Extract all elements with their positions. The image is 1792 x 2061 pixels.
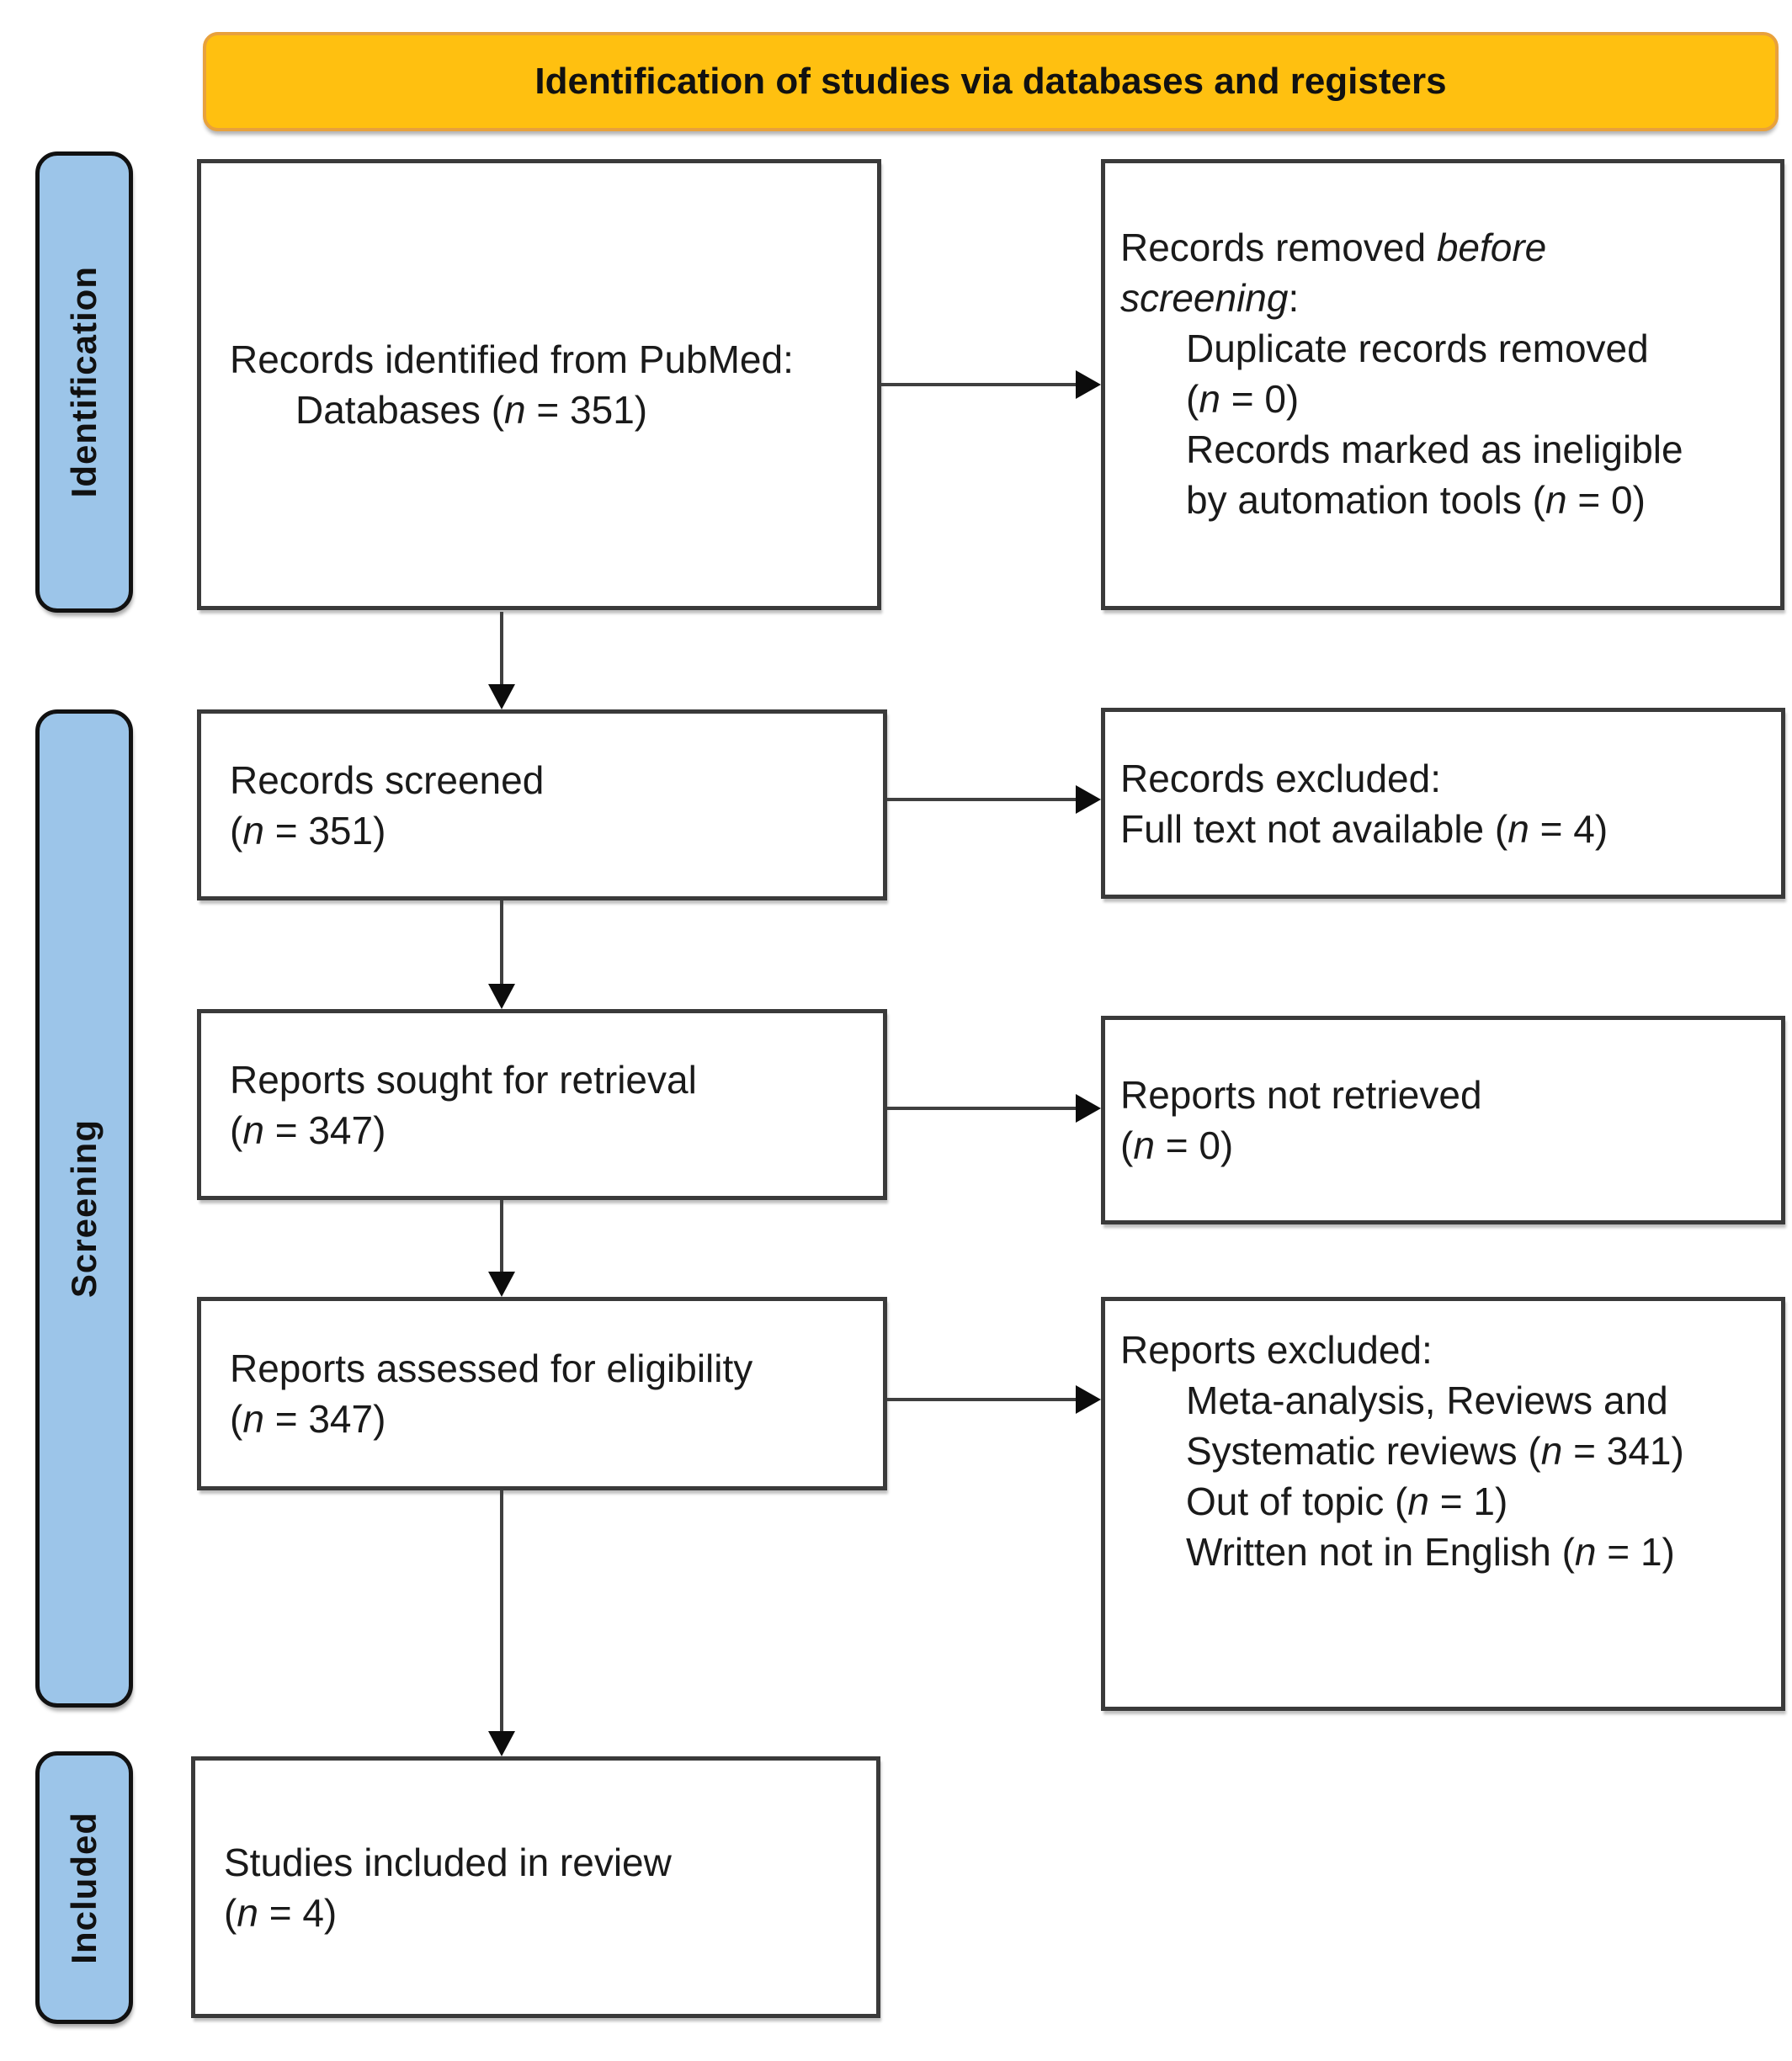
box-text-line: Duplicate records removed (1186, 327, 1649, 370)
box-text-line: (n = 0) (1120, 1123, 1234, 1167)
box-text-line: screening: (1120, 276, 1300, 320)
box-text-line: Meta-analysis, Reviews and (1186, 1378, 1668, 1422)
arrow-assessed-to-included (488, 1490, 515, 1756)
arrow-shaft (500, 612, 503, 684)
box-text-line: (n = 347) (230, 1397, 386, 1441)
box-text-line: Records removed before (1120, 226, 1547, 269)
box-text-line: Studies included in review (224, 1840, 672, 1884)
box-text-line: Records screened (230, 757, 545, 802)
arrow-assessed-to-reports-excluded (887, 1385, 1101, 1414)
box-reports-not-retrieved: Reports not retrieved (n = 0) (1101, 1016, 1785, 1224)
arrow-screened-to-excluded (887, 785, 1101, 814)
arrowhead-down-icon (488, 1272, 515, 1297)
box-studies-included: Studies included in review (n = 4) (191, 1756, 880, 2018)
box-text-line: Out of topic (n = 1) (1186, 1479, 1508, 1523)
box-text-line: Written not in English (n = 1) (1186, 1530, 1675, 1574)
arrow-shaft (500, 900, 503, 984)
stage-label-identification-text: Identification (64, 266, 104, 498)
banner-title: Identification of studies via databases … (203, 32, 1779, 131)
box-reports-excluded: Reports excluded: Meta-analysis, Reviews … (1101, 1297, 1785, 1711)
stage-label-screening-text: Screening (64, 1118, 104, 1299)
arrowhead-down-icon (488, 984, 515, 1009)
stage-label-screening: Screening (35, 709, 133, 1708)
arrowhead-right-icon (1076, 370, 1101, 399)
box-text-line: (n = 4) (224, 1890, 338, 1935)
arrowhead-right-icon (1076, 1385, 1101, 1414)
box-records-removed: Records removed before screening: Duplicat… (1101, 159, 1784, 610)
box-text-line: (n = 347) (230, 1108, 386, 1152)
box-reports-assessed: Reports assessed for eligibility (n = 347… (197, 1297, 887, 1490)
box-text-line: (n = 0) (1186, 377, 1300, 421)
arrow-shaft (881, 383, 1076, 386)
box-text-line: Systematic reviews (n = 341) (1186, 1429, 1684, 1473)
arrow-screened-to-sought (488, 900, 515, 1009)
box-reports-sought: Reports sought for retrieval (n = 347) (197, 1009, 887, 1200)
arrow-identified-to-removed (881, 370, 1101, 399)
box-text-line: Reports excluded: (1120, 1328, 1433, 1372)
arrow-shaft (887, 1107, 1076, 1110)
arrowhead-right-icon (1076, 785, 1101, 814)
stage-label-identification: Identification (35, 151, 133, 613)
box-text-line: Records marked as ineligible (1186, 428, 1683, 471)
arrow-shaft (887, 1398, 1076, 1401)
box-text-line: Records excluded: (1120, 756, 1441, 800)
box-text-line: Databases (n = 351) (295, 388, 648, 432)
box-text-line: Reports sought for retrieval (230, 1057, 697, 1102)
arrow-shaft (500, 1200, 503, 1272)
box-text-line: (n = 351) (230, 808, 386, 853)
arrowhead-right-icon (1076, 1094, 1101, 1123)
box-records-identified: Records identified from PubMed: Databases… (197, 159, 881, 610)
box-records-excluded: Records excluded: Full text not available… (1101, 708, 1785, 899)
arrow-shaft (500, 1490, 503, 1731)
box-text-line: Records identified from PubMed: (230, 337, 794, 381)
stage-label-included-text: Included (64, 1811, 104, 1964)
box-text-line: Reports not retrieved (1120, 1073, 1482, 1117)
box-text-line: Reports assessed for eligibility (230, 1347, 753, 1390)
box-records-screened: Records screened (n = 351) (197, 709, 887, 900)
arrow-sought-to-assessed (488, 1200, 515, 1297)
arrow-shaft (887, 798, 1076, 801)
arrow-identified-to-screened (488, 612, 515, 709)
arrowhead-down-icon (488, 1731, 515, 1756)
box-text-line: Full text not available (n = 4) (1120, 806, 1609, 851)
arrow-sought-to-not-retrieved (887, 1094, 1101, 1123)
arrowhead-down-icon (488, 684, 515, 709)
stage-label-included: Included (35, 1751, 133, 2024)
box-text-line: by automation tools (n = 0) (1186, 478, 1646, 522)
